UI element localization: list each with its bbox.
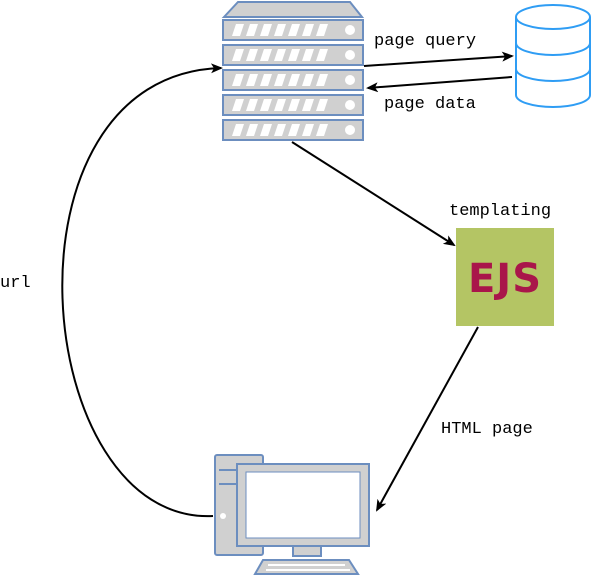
arrow-templating — [291, 141, 456, 247]
arrow-page-data — [366, 76, 513, 93]
server-icon — [221, 1, 365, 141]
arrow-html-page — [376, 326, 479, 512]
arrow-page-query — [363, 51, 514, 67]
ejs-logo: EJS — [456, 228, 554, 326]
label-templating: templating — [449, 202, 552, 221]
arrow-url — [61, 63, 223, 518]
ejs-logo-text: EJS — [467, 256, 542, 302]
computer-icon — [214, 454, 370, 575]
label-url: url — [0, 274, 31, 293]
database-icon — [515, 4, 591, 108]
label-html-page: HTML page — [441, 420, 533, 439]
label-page-query: page query — [374, 32, 477, 51]
label-page-data: page data — [384, 95, 476, 114]
